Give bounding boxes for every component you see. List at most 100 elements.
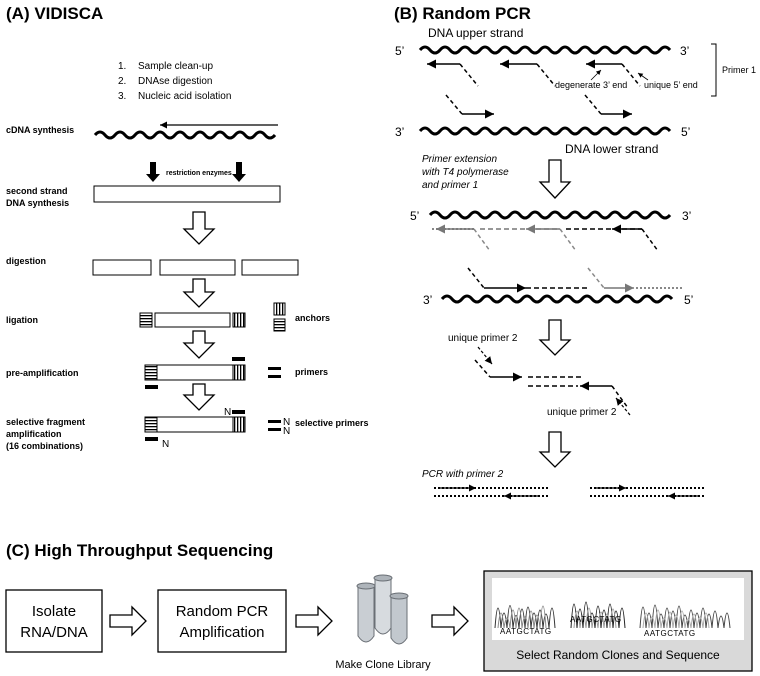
- ligation-label: ligation: [6, 315, 38, 325]
- cdna-label: cDNA synthesis: [6, 125, 74, 135]
- second-strand-box: [93, 185, 281, 203]
- ext-upper-gray-tail-2: [559, 228, 577, 252]
- selective-legend-n-1: N: [283, 417, 290, 428]
- selective-legend-n-2: N: [283, 426, 290, 437]
- step-3: Nucleic acid isolation: [138, 91, 231, 102]
- selective-construct: [144, 416, 246, 433]
- ext-lower-black-tail: [467, 267, 485, 289]
- primers-label: primers: [295, 367, 328, 377]
- upper-3prime: 3’: [680, 44, 689, 58]
- ext-lower-gray-tail: [587, 267, 605, 289]
- flow-arrow-4: [182, 383, 216, 411]
- selective-label-2: amplification: [6, 429, 62, 439]
- lower-strand-label: DNA lower strand: [565, 142, 658, 156]
- primer1-bracket: [711, 43, 717, 97]
- pcr-mid-right-tail: [611, 385, 629, 409]
- selective-label-1: selective fragment: [6, 417, 85, 427]
- step-2: DNAse digestion: [138, 76, 212, 87]
- seq-text-3: AATGCTATG: [644, 629, 696, 638]
- isolate-line-2: RNA/DNA: [20, 624, 88, 641]
- preamp-construct: [144, 364, 246, 381]
- step-number-3: 3.: [118, 91, 126, 102]
- lower-strand-wave: [418, 126, 672, 136]
- primer-legend-1: [268, 367, 281, 370]
- random-pcr-box: [157, 589, 287, 653]
- pcr-primer2-label: PCR with primer 2: [422, 469, 504, 480]
- isolate-box: [5, 589, 103, 653]
- second-strand-label-1: second strand: [6, 186, 68, 196]
- digestion-label: digestion: [6, 256, 46, 266]
- primer-legend-2: [268, 375, 281, 378]
- restriction-arrow-right: [232, 162, 246, 182]
- panel-b-heading: (B) Random PCR: [394, 4, 531, 23]
- degenerate-label: degenerate 3’ end: [555, 80, 627, 90]
- ext-upper-wave: [428, 210, 672, 220]
- preamp-primer-bottom: [145, 385, 158, 389]
- panel-c-heading: (C) High Throughput Sequencing: [6, 541, 273, 560]
- fragment-2: [159, 259, 236, 276]
- restriction-arrow-left: [146, 162, 160, 182]
- pcr-mid-left-tail: [474, 359, 491, 378]
- clone-tubes-icon: [356, 574, 409, 645]
- flow-arrow-b3: [538, 431, 572, 468]
- ext-lower-wave: [440, 294, 674, 304]
- random-pcr-line-1: Random PCR: [176, 603, 269, 620]
- extension-label-2: with T4 polymerase: [422, 167, 509, 178]
- selective-anchor-right: [232, 416, 246, 433]
- fragment-3: [241, 259, 299, 276]
- second-strand-label-2: DNA synthesis: [6, 198, 69, 208]
- ext-lower-3prime: 3’: [423, 293, 432, 307]
- flow-arrow-c3: [431, 605, 469, 637]
- unique-primer2-label-top: unique primer 2: [448, 333, 518, 344]
- primer1-d-tail: [445, 94, 463, 115]
- flow-arrow-b2: [538, 319, 572, 356]
- preamp-anchor-left: [144, 364, 158, 381]
- unique-primer2-label-bottom: unique primer 2: [547, 407, 617, 418]
- preamp-anchor-right: [232, 364, 246, 381]
- primer2-bottom-pointer: [615, 397, 631, 416]
- flow-arrow-1: [182, 211, 216, 245]
- primer1-e-tail: [584, 94, 602, 115]
- primer1-c-tail: [621, 63, 641, 87]
- selective-primer-top: [232, 410, 245, 414]
- selective-primers-label: selective primers: [295, 418, 369, 428]
- upper-5prime: 5’: [395, 44, 404, 58]
- upper-strand-wave: [418, 45, 672, 55]
- isolate-line-1: Isolate: [32, 603, 76, 620]
- selective-primer-bottom: [145, 437, 158, 441]
- primer1-b-tail: [536, 63, 556, 87]
- flow-arrow-2: [182, 278, 216, 308]
- sequence-label: Select Random Clones and Sequence: [516, 648, 720, 662]
- primer2-top-pointer: [477, 346, 493, 365]
- ligation-fragment: [154, 312, 231, 328]
- ligation-anchor-right: [232, 312, 246, 328]
- seq-text-1: AATGCTATG: [500, 627, 552, 636]
- selective-label-3: (16 combinations): [6, 441, 83, 451]
- step-number-1: 1.: [118, 61, 126, 72]
- random-pcr-line-2: Amplification: [179, 624, 264, 641]
- chromatogram-trace: [494, 601, 731, 629]
- ext-upper-5prime: 5’: [410, 209, 419, 223]
- flow-arrow-3: [182, 330, 216, 359]
- step-number-2: 2.: [118, 76, 126, 87]
- flow-arrow-c2: [295, 605, 333, 637]
- unique5-pointer: [637, 72, 649, 81]
- ext-upper-black-tail: [641, 228, 659, 252]
- fragment-1: [92, 259, 152, 276]
- extension-label-3: and primer 1: [422, 180, 478, 191]
- extension-label-1: Primer extension: [422, 154, 497, 165]
- preamp-label: pre-amplification: [6, 368, 79, 378]
- lower-3prime: 3’: [395, 125, 404, 139]
- ligation-anchor-left: [139, 312, 153, 328]
- cdna-wave: [93, 130, 277, 140]
- flow-arrow-b1: [538, 159, 572, 199]
- flow-arrow-c1: [109, 605, 147, 637]
- restriction-label: restriction enzymes: [166, 170, 232, 177]
- anchor-legend-2: [273, 318, 286, 332]
- panel-a-heading: (A) VIDISCA: [6, 4, 103, 23]
- selective-legend-1: [268, 420, 281, 423]
- lower-5prime: 5’: [681, 125, 690, 139]
- step-1: Sample clean-up: [138, 61, 213, 72]
- ext-upper-3prime: 3’: [682, 209, 691, 223]
